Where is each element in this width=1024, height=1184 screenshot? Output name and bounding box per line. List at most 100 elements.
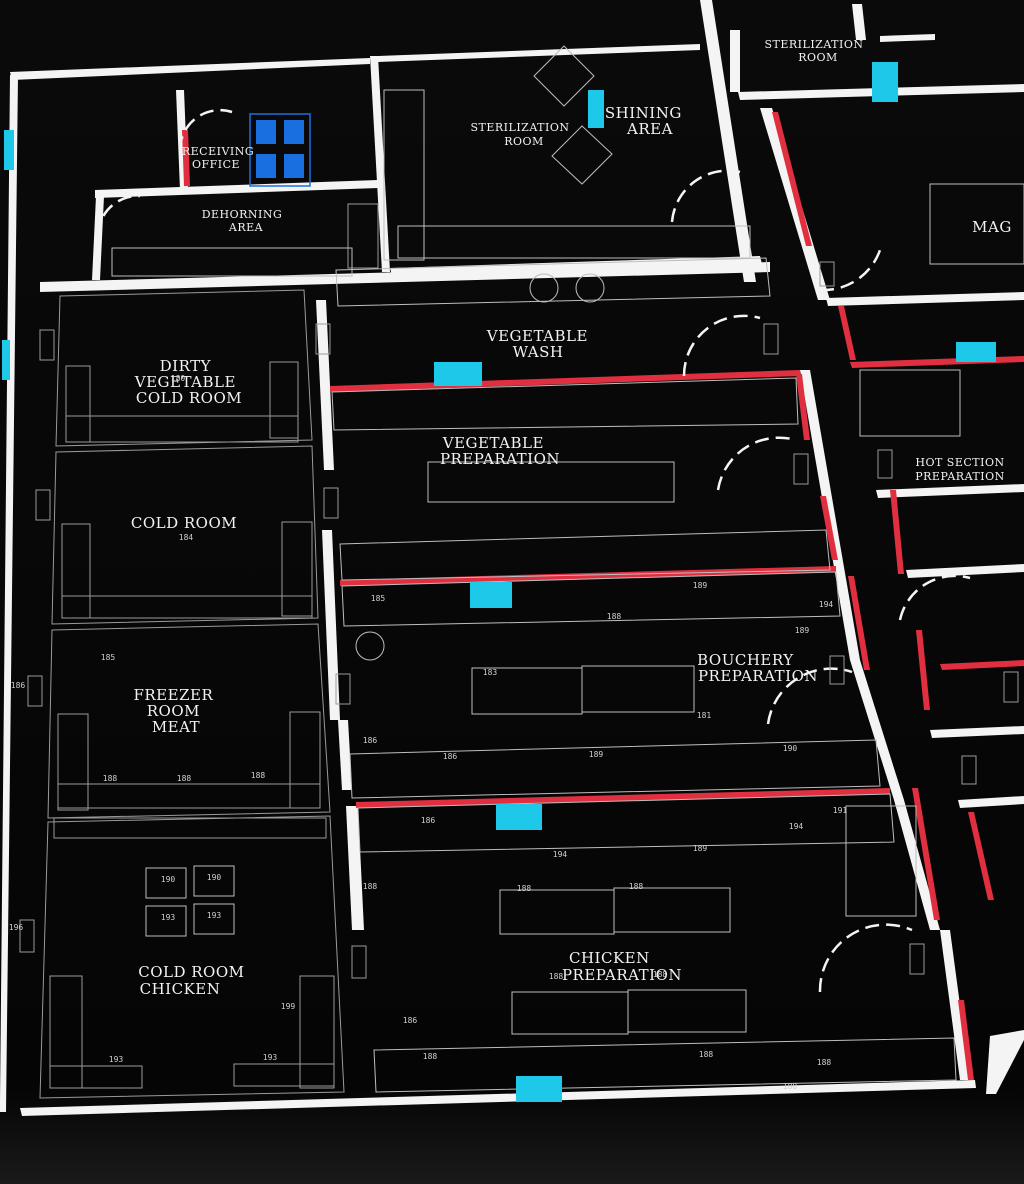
frame-cold-room	[51, 445, 319, 625]
sink-veg-wash-2	[575, 273, 605, 303]
label-sterilization-room: STERILIZATION ROOM	[471, 121, 574, 148]
opening-chicken	[496, 804, 542, 830]
label-vegetable-preparation: VEGETABLE PREPARATION	[440, 434, 560, 468]
wall-right-corridor-4	[894, 800, 940, 930]
door-veg-prep	[716, 436, 797, 491]
crate-1	[145, 867, 187, 899]
label-sterilization-room-top: STERILIZATION ROOM	[765, 38, 868, 64]
shelf-2b	[281, 521, 313, 617]
vent-2	[315, 323, 331, 355]
label-hot-section-preparation: HOT SECTION PREPARATION	[915, 456, 1008, 483]
tag: 180	[171, 374, 186, 383]
hot-equip-1	[859, 369, 961, 437]
tag: 194	[553, 850, 568, 859]
shelf-4b	[299, 975, 335, 1089]
tag: 188	[699, 1050, 714, 1059]
wall-right-corridor	[760, 108, 830, 300]
wall-right-corridor-5	[940, 930, 970, 1080]
red-wall-hot-2	[850, 356, 1024, 368]
tag: 188	[251, 771, 266, 780]
vent-9	[763, 323, 779, 355]
tag: 193	[263, 1053, 278, 1062]
opening-veg-wash	[434, 362, 482, 386]
label-bouchery-preparation: BOUCHERY PREPARATION	[697, 651, 818, 685]
opening-chicken-bottom	[516, 1076, 562, 1102]
label-freezer-room-meat: FREEZER ROOM MEAT	[133, 686, 218, 736]
tag: 188	[517, 884, 532, 893]
sterilizer-2	[551, 125, 613, 185]
red-wall-veg-prep-right	[796, 374, 810, 440]
opening-shining	[588, 90, 604, 128]
crate-4	[193, 903, 235, 935]
vent-14	[909, 943, 925, 975]
wall-right-corridor-2	[800, 370, 860, 660]
wall-right-corridor-3	[850, 660, 904, 800]
vent-7	[19, 919, 35, 953]
wall-sterilization-left	[370, 56, 390, 272]
vent-13	[829, 655, 845, 685]
tag: 188	[549, 972, 564, 981]
wall-office-bottom	[95, 180, 378, 198]
tag: 189	[693, 581, 708, 590]
outer-wall-bottom	[20, 1080, 976, 1116]
shelf-2c	[61, 595, 313, 619]
tag: 189	[795, 626, 810, 635]
wall-far-right-1	[826, 292, 1024, 306]
tag: 186	[363, 736, 378, 745]
label-dirty-vegetable-cold-room: DIRTY VEGETABLE COLD ROOM	[134, 357, 242, 407]
tag: 189	[693, 844, 708, 853]
label-chicken-preparation: CHICKEN PREPARATION	[562, 949, 682, 984]
tag: 185	[101, 653, 116, 662]
shelf-4d	[233, 1063, 335, 1087]
vent-5	[27, 675, 43, 707]
tag: 193	[161, 913, 176, 922]
label-mag: MAG	[972, 218, 1012, 236]
wall-chicken-cold-right	[346, 806, 364, 930]
red-wall-hot-4	[916, 630, 930, 710]
red-wall-chicken-top	[356, 788, 890, 808]
rack-sterilization	[383, 89, 425, 261]
door-dehorning	[96, 194, 141, 237]
shelf-3a	[57, 713, 89, 811]
shelf-4c	[49, 1065, 143, 1089]
wall-top-right-mid	[852, 4, 866, 40]
shelf-2a	[61, 523, 91, 619]
tag: 189	[589, 750, 604, 759]
crate-3	[145, 905, 187, 937]
chicken-side-equip	[845, 805, 917, 917]
red-wall-office	[182, 130, 190, 186]
table-veg-prep	[427, 461, 675, 503]
label-receiving-office: RECEIVING OFFICE	[182, 145, 258, 171]
vent-12	[877, 449, 893, 479]
vent-4	[323, 487, 339, 519]
frame-freezer-room	[47, 623, 331, 819]
shelf-1c	[65, 415, 299, 443]
hygiene-walls	[182, 112, 1024, 1080]
wall-far-right-3	[906, 564, 1024, 578]
tag: 185	[371, 594, 386, 603]
opening-ster-top	[872, 62, 898, 102]
tag: 190	[783, 744, 798, 753]
tag: 184	[179, 533, 194, 542]
tag: 188	[363, 882, 378, 891]
label-cold-room-chicken: COLD ROOM CHICKEN	[138, 963, 250, 998]
frame-cold-room-chicken	[39, 815, 345, 1099]
vent-15	[1003, 671, 1019, 703]
red-wall-veg-prep-right-2	[820, 496, 838, 560]
wall-veg-cold-right	[316, 300, 334, 470]
office-chair-3	[256, 154, 276, 178]
openings	[2, 62, 996, 1102]
sink-veg-wash	[529, 273, 559, 303]
red-wall-chicken-right	[912, 788, 940, 920]
opening-bouchery	[470, 582, 512, 608]
counter-bouchery-bottom	[349, 739, 881, 799]
rack-dehorning	[347, 203, 379, 269]
crate-2	[193, 865, 235, 897]
mag-shelf	[929, 183, 1024, 265]
counter-bouchery-top	[341, 571, 841, 627]
office-chair-1	[256, 120, 276, 144]
red-wall-bouchery-right	[848, 576, 870, 670]
office-desk	[249, 113, 311, 187]
equipment	[111, 45, 1024, 1093]
sterilizer-1	[533, 45, 595, 107]
